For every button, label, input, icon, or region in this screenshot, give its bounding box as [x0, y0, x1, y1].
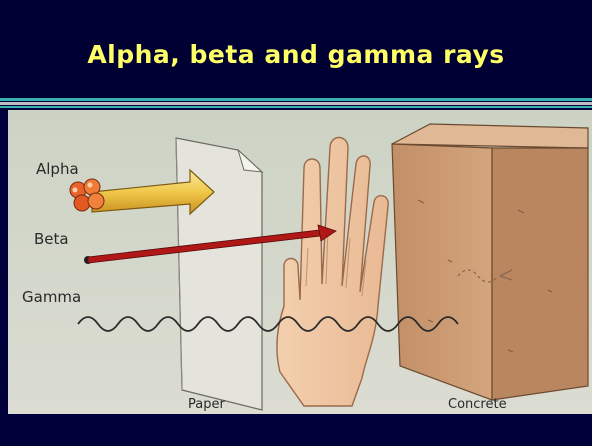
label-concrete: Concrete [448, 397, 507, 412]
divider-rule [0, 98, 592, 101]
concrete-block [392, 124, 588, 400]
slide-title: Alpha, beta and gamma rays [0, 40, 592, 69]
label-beta: Beta [34, 230, 69, 248]
divider-rule [0, 106, 592, 108]
label-alpha: Alpha [36, 160, 79, 178]
title-band: Alpha, beta and gamma rays [0, 0, 592, 100]
paper-sheet [176, 138, 262, 410]
footer-band [0, 414, 592, 446]
divider-rule [0, 102, 592, 105]
radiation-penetration-illustration: Alpha Beta Gamma Paper Concrete [8, 110, 592, 414]
label-paper: Paper [188, 397, 225, 412]
label-gamma: Gamma [22, 288, 81, 306]
